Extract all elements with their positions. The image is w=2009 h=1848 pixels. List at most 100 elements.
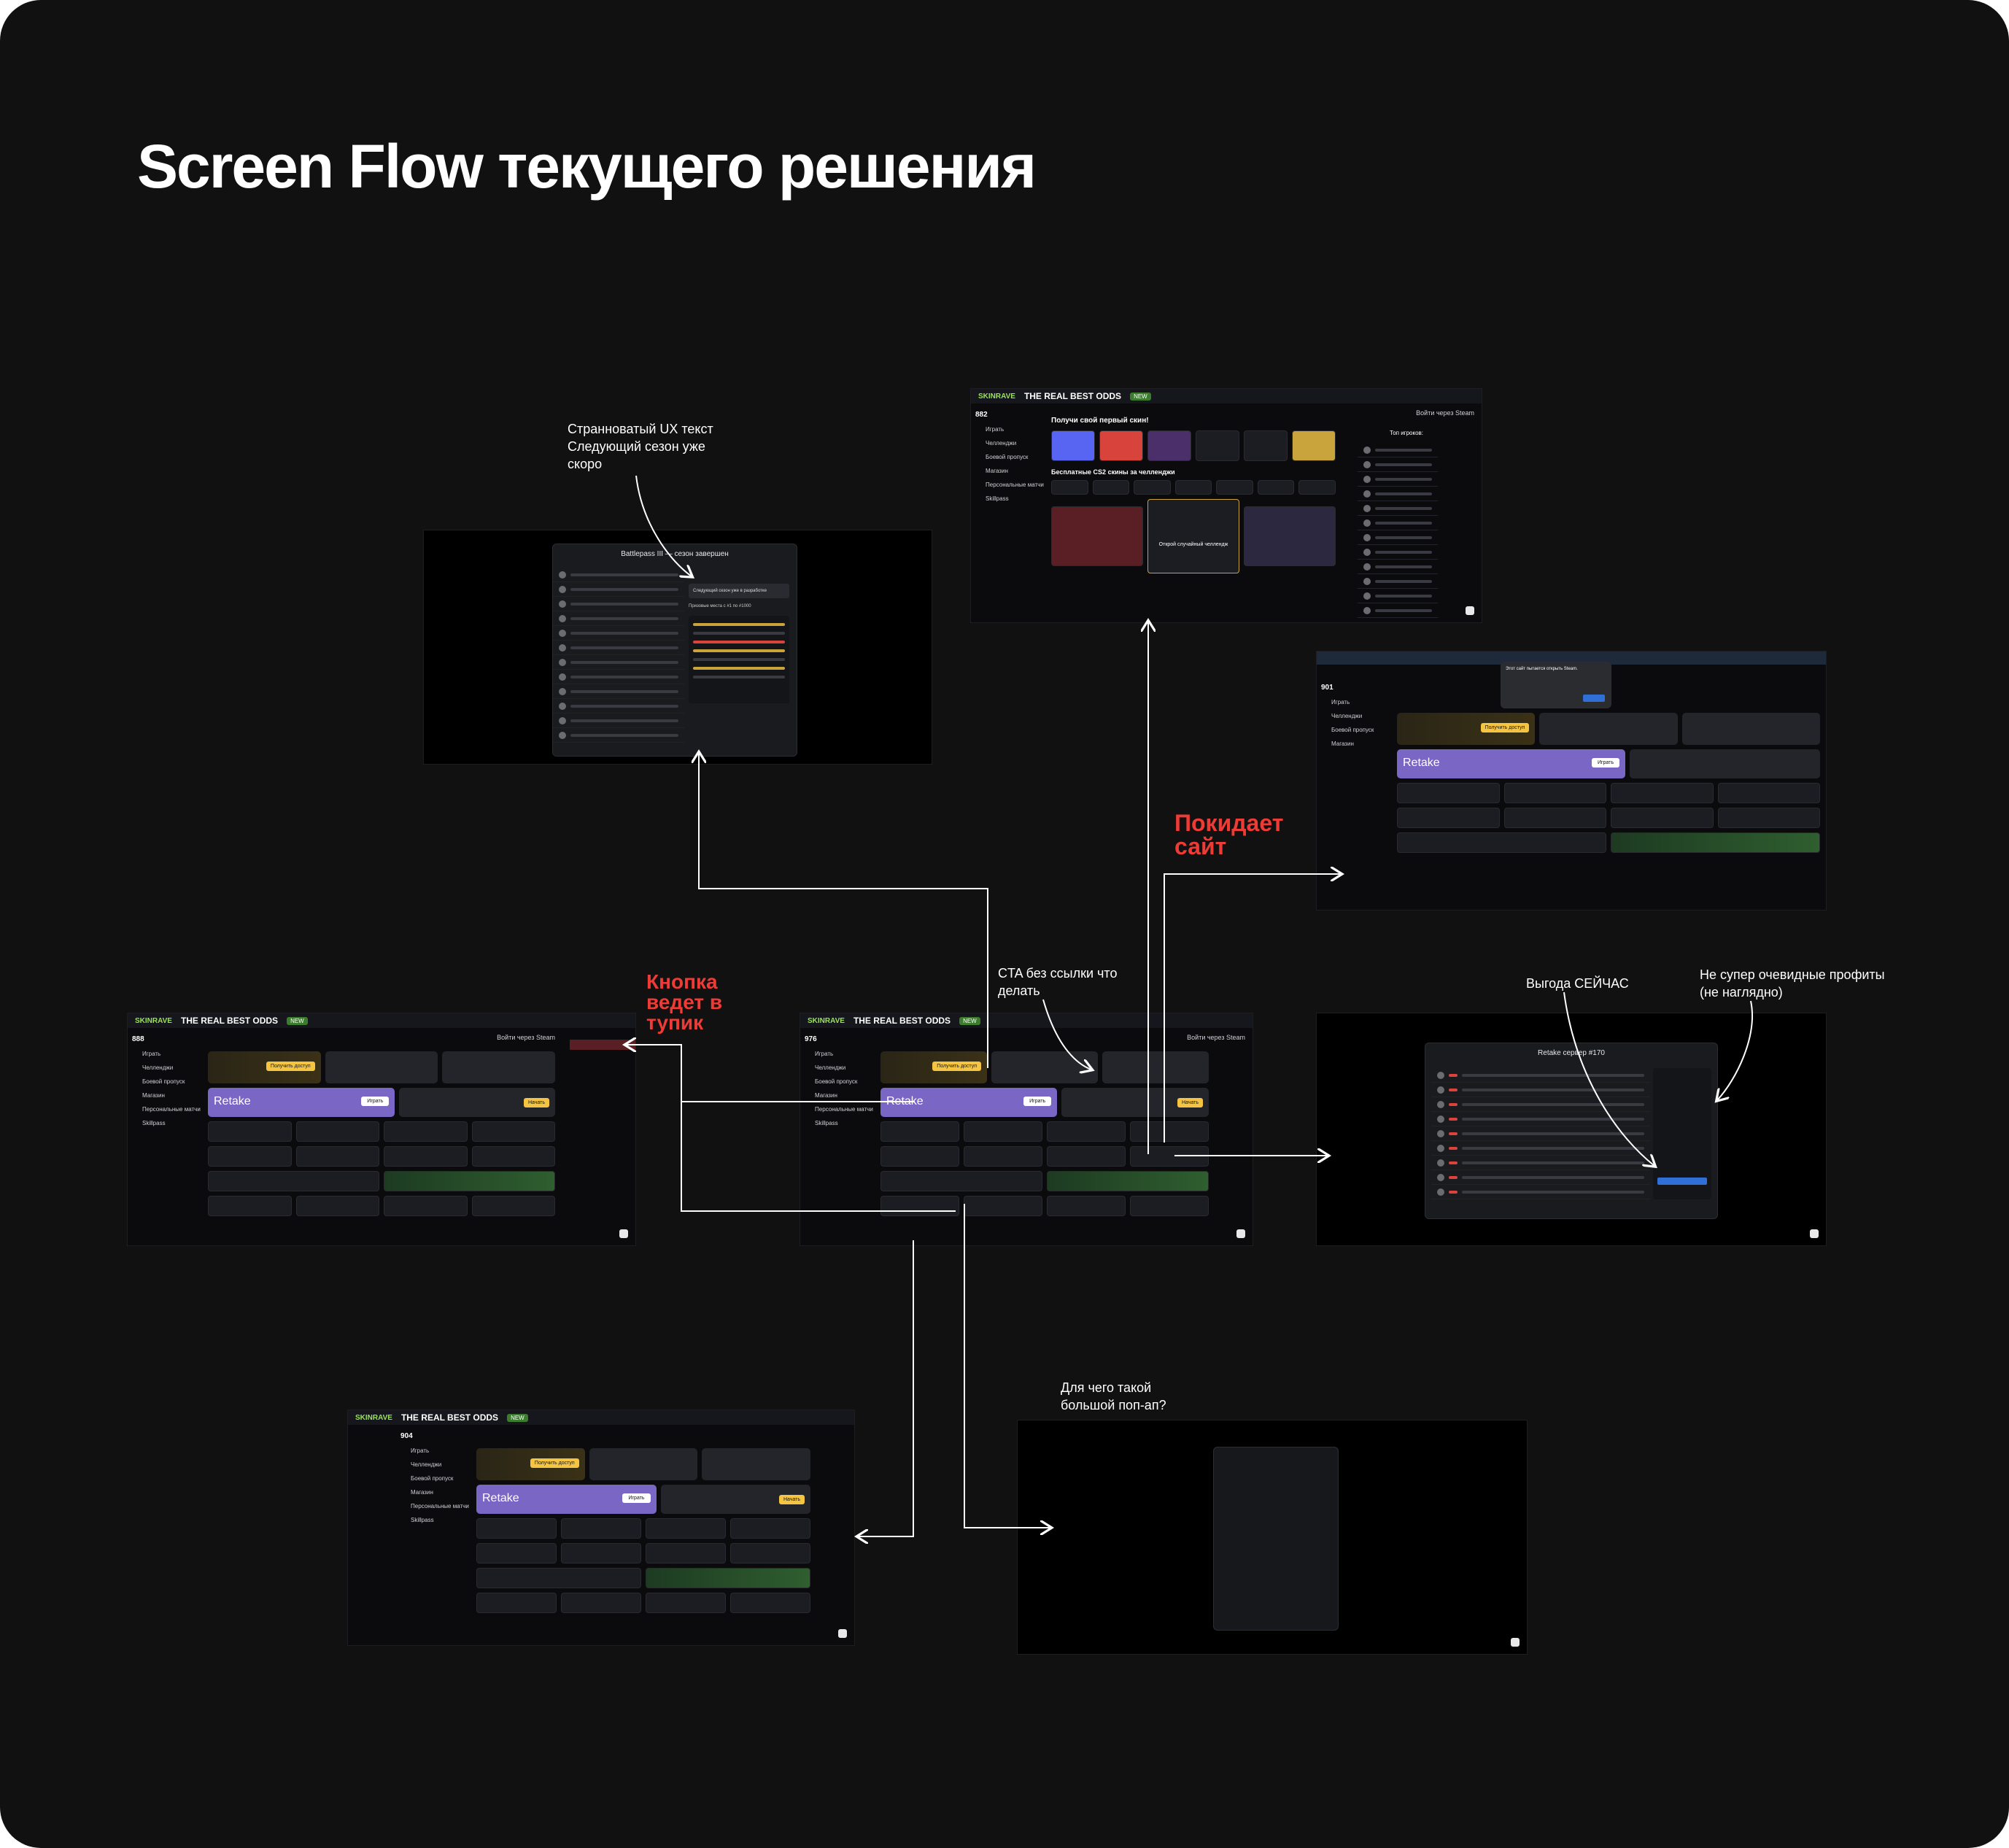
steam-login-button[interactable]: Войти через Steam [497, 1034, 555, 1041]
challenge-card[interactable] [325, 1051, 438, 1083]
server-tile[interactable] [476, 1518, 557, 1539]
chat-icon[interactable] [619, 1229, 628, 1238]
sidebar-item-shop[interactable]: Магазин [815, 1092, 837, 1099]
server-tile[interactable] [208, 1196, 292, 1216]
sidebar-item-battlepass[interactable]: Боевой пропуск [1331, 727, 1374, 733]
sidebar-item-shop[interactable]: Магазин [142, 1092, 165, 1099]
start-button[interactable]: Начать [1177, 1098, 1203, 1107]
promo-tile[interactable] [880, 1171, 1042, 1191]
server-tile[interactable] [561, 1593, 641, 1613]
promo-tile[interactable] [476, 1568, 641, 1588]
server-tile[interactable] [1130, 1146, 1209, 1167]
battlepass-card[interactable]: Получить доступ [476, 1448, 585, 1480]
server-tile[interactable] [1130, 1121, 1209, 1142]
sidebar-item-battlepass[interactable]: Боевой пропуск [142, 1078, 185, 1085]
server-tile[interactable] [476, 1543, 557, 1563]
sidebar-item-shop[interactable]: Магазин [1331, 741, 1354, 747]
steam-login-button[interactable]: Войти через Steam [1187, 1034, 1245, 1041]
server-tile[interactable] [1503, 783, 1606, 803]
steam-login-button[interactable]: Войти через Steam [1416, 409, 1474, 417]
server-tile[interactable] [646, 1518, 726, 1539]
sidebar-item-challenges[interactable]: Челленджи [815, 1064, 846, 1071]
day-tile[interactable] [1298, 480, 1336, 495]
battlepass-card[interactable]: Получить доступ [208, 1051, 321, 1083]
server-tile[interactable] [880, 1121, 959, 1142]
start-button[interactable]: Начать [778, 1495, 805, 1504]
sidebar-item-matches[interactable]: Персональные матчи [815, 1106, 873, 1113]
server-tile[interactable] [1047, 1146, 1126, 1167]
day-tile[interactable] [1174, 480, 1212, 495]
get-access-button[interactable]: Получить доступ [1480, 723, 1530, 732]
cases-card[interactable] [1681, 713, 1820, 745]
chat-icon[interactable] [1466, 606, 1474, 615]
day-tile[interactable] [1134, 480, 1171, 495]
server-tile[interactable] [295, 1196, 379, 1216]
sidebar-item-challenges[interactable]: Челленджи [1331, 713, 1363, 719]
server-tile[interactable] [1611, 783, 1714, 803]
cases-card[interactable] [702, 1448, 811, 1480]
server-tile[interactable] [1611, 808, 1714, 828]
server-tile[interactable] [1717, 808, 1820, 828]
server-tile[interactable] [646, 1543, 726, 1563]
sidebar-item-skillpass[interactable]: Skillpass [815, 1120, 838, 1126]
server-tile[interactable] [561, 1543, 641, 1563]
server-tile[interactable] [208, 1121, 292, 1142]
server-tile[interactable] [880, 1146, 959, 1167]
cases-card[interactable] [442, 1051, 556, 1083]
chat-icon[interactable] [1511, 1638, 1520, 1647]
server-tile[interactable] [880, 1196, 959, 1216]
challenge-card[interactable] [991, 1051, 1098, 1083]
sidebar-item-challenges[interactable]: Челленджи [142, 1064, 174, 1071]
day-tile[interactable] [1257, 480, 1295, 495]
sidebar-item-play[interactable]: Играть [986, 426, 1004, 433]
server-tile[interactable] [1047, 1196, 1126, 1216]
matches-card[interactable]: Начать [1061, 1088, 1209, 1117]
challenge-card[interactable] [1292, 430, 1336, 461]
marketplace-banner[interactable] [1611, 832, 1820, 853]
steam-login-cta[interactable] [1657, 1178, 1707, 1185]
sidebar-item-battlepass[interactable]: Боевой пропуск [986, 454, 1029, 460]
sidebar-item-skillpass[interactable]: Skillpass [142, 1120, 166, 1126]
server-tile[interactable] [646, 1593, 726, 1613]
sidebar-item-shop[interactable]: Магазин [411, 1489, 433, 1496]
server-tile[interactable] [476, 1593, 557, 1613]
server-tile[interactable] [1130, 1196, 1209, 1216]
sidebar-item-challenges[interactable]: Челленджи [986, 440, 1017, 446]
server-tile[interactable] [384, 1196, 468, 1216]
sidebar-item-matches[interactable]: Персональные матчи [986, 482, 1044, 488]
play-button[interactable]: Играть [1592, 758, 1620, 768]
chat-icon[interactable] [1810, 1229, 1819, 1238]
get-access-button[interactable]: Получить доступ [266, 1062, 315, 1071]
sidebar-item-play[interactable]: Играть [815, 1051, 834, 1057]
server-tile[interactable] [471, 1196, 555, 1216]
server-tile[interactable] [964, 1121, 1042, 1142]
server-tile[interactable] [471, 1121, 555, 1142]
challenge-card[interactable] [1539, 713, 1678, 745]
server-tile[interactable] [1397, 783, 1500, 803]
promo-tile[interactable] [1397, 832, 1606, 853]
server-tile[interactable] [384, 1121, 468, 1142]
server-tile[interactable] [730, 1543, 810, 1563]
open-app-button[interactable] [1583, 695, 1605, 702]
marketplace-banner[interactable] [1047, 1171, 1209, 1191]
matches-card[interactable]: Начать [660, 1485, 810, 1514]
start-button[interactable]: Начать [523, 1098, 549, 1107]
random-challenge-card[interactable]: Открой случайный челлендж [1147, 499, 1239, 573]
sidebar-item-battlepass[interactable]: Боевой пропуск [815, 1078, 858, 1085]
challenge-offer[interactable] [1051, 506, 1143, 566]
sidebar-item-shop[interactable]: Магазин [986, 468, 1008, 474]
sidebar-item-battlepass[interactable]: Боевой пропуск [411, 1475, 454, 1482]
play-button[interactable]: Играть [622, 1493, 651, 1503]
promo-tile[interactable] [208, 1171, 379, 1191]
server-tile[interactable] [730, 1518, 810, 1539]
cases-card[interactable] [1102, 1051, 1209, 1083]
chat-icon[interactable] [838, 1629, 847, 1638]
server-tile[interactable] [730, 1593, 810, 1613]
server-tile[interactable] [471, 1146, 555, 1167]
server-tile[interactable] [1717, 783, 1820, 803]
day-tile[interactable] [1216, 480, 1253, 495]
play-button[interactable]: Играть [1023, 1097, 1052, 1106]
day-tile[interactable] [1092, 480, 1130, 495]
day-tile[interactable] [1051, 480, 1088, 495]
